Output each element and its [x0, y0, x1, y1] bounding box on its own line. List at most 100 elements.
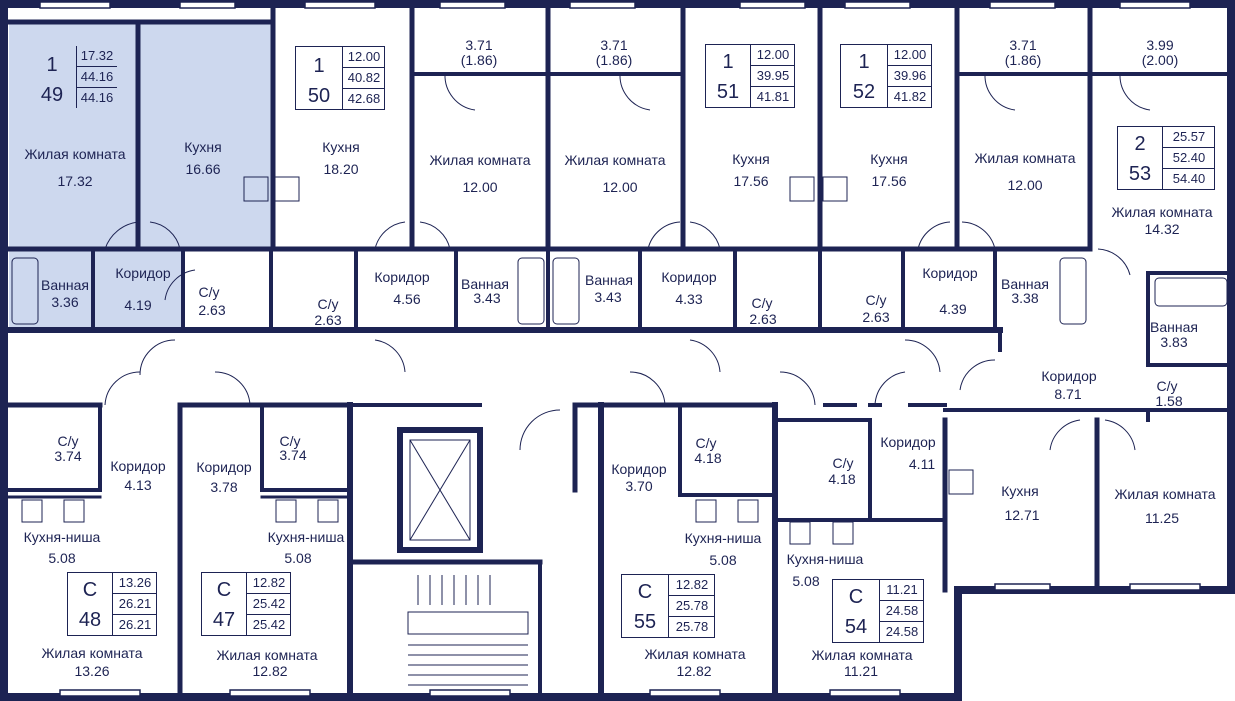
- bathtub: [1059, 257, 1087, 325]
- door: [647, 221, 681, 250]
- apartment-number: 54: [844, 616, 868, 638]
- apartment-badge-55[interactable]: С 55 12.82 25.78 25.78: [621, 574, 715, 638]
- apartment-number: 55: [633, 611, 657, 633]
- room-area: 4.13: [124, 477, 152, 493]
- total-area-with-balcony: 41.81: [756, 89, 790, 104]
- room-area: 3.78: [210, 479, 238, 495]
- apartment-number: 51: [716, 81, 740, 103]
- room-area: 1.58: [1155, 393, 1183, 409]
- apartment-badge-54[interactable]: С 54 11.21 24.58 24.58: [832, 579, 924, 643]
- balcony-area: 3.99: [1146, 37, 1174, 53]
- room-label: Жилая комната: [1111, 204, 1213, 220]
- apartment-badge-52[interactable]: 1 52 12.00 39.96 41.82: [840, 44, 932, 108]
- apartment-49-highlight-corridor: [93, 249, 183, 328]
- room-area: 17.56: [733, 173, 769, 189]
- apartment-room-count: 1: [722, 51, 734, 73]
- room-label: Жилая комната: [216, 647, 318, 663]
- room-label: Жилая комната: [429, 152, 531, 168]
- room-label: Жилая комната: [1114, 486, 1216, 502]
- room-label: Коридор: [110, 458, 166, 474]
- lift-cross: [409, 439, 471, 541]
- apartment-room-count: 1: [46, 54, 58, 76]
- balcony-area: 3.71: [600, 37, 628, 53]
- apartment-49-highlight-lower: [9, 249, 93, 328]
- apartment-areas: 13.26 26.21 26.21: [112, 573, 157, 635]
- stove: [948, 469, 974, 495]
- room-area: 5.08: [284, 550, 312, 566]
- room-area: 3.43: [473, 290, 501, 306]
- total-area: 24.58: [880, 601, 924, 622]
- balcony-area: 3.71: [1009, 37, 1037, 53]
- stove: [63, 499, 85, 523]
- room-area: 4.39: [939, 301, 967, 317]
- total-area-with-balcony: 41.82: [893, 89, 927, 104]
- apartment-badge-48[interactable]: С 48 13.26 26.21 26.21: [67, 572, 157, 636]
- room-label: Кухня: [732, 151, 770, 167]
- apartment-number: 53: [1128, 163, 1152, 185]
- room-label: Жилая комната: [564, 152, 666, 168]
- room-label: Коридор: [922, 265, 978, 281]
- room-label: С/у: [57, 433, 79, 449]
- balcony-reduced-area: (1.86): [460, 52, 498, 68]
- room-area: 12.00: [1007, 177, 1043, 193]
- apartment-room-count: 1: [313, 55, 325, 77]
- room-area: 3.70: [625, 478, 653, 494]
- apartment-badge-53[interactable]: 2 53 25.57 52.40 54.40: [1117, 126, 1215, 190]
- stove: [789, 521, 811, 545]
- lift-shaft: [397, 427, 483, 553]
- living-area: 17.32: [77, 46, 117, 67]
- stove: [21, 499, 43, 523]
- apartment-areas: 12.00 39.95 41.81: [750, 45, 795, 107]
- stove: [243, 176, 269, 202]
- total-area: 25.78: [669, 596, 715, 617]
- bathtub: [1154, 277, 1228, 307]
- window: [649, 689, 721, 697]
- window: [439, 1, 506, 9]
- living-area: 12.00: [751, 45, 795, 66]
- room-label: С/у: [198, 284, 220, 300]
- total-area-with-balcony: 42.68: [347, 91, 381, 106]
- door: [149, 221, 181, 250]
- door: [1104, 419, 1136, 451]
- apartment-areas: 12.82 25.78 25.78: [668, 575, 715, 637]
- door: [104, 371, 141, 406]
- door: [904, 339, 941, 373]
- door: [419, 221, 451, 250]
- room-area: 3.36: [51, 294, 79, 310]
- room-label: Кухня-ниша: [267, 529, 345, 545]
- room-area: 2.63: [862, 309, 890, 325]
- room-label: Ванная: [1001, 276, 1049, 292]
- door: [1049, 419, 1081, 451]
- room-label: Кухня: [322, 139, 360, 155]
- total-area: 25.42: [247, 594, 291, 615]
- total-area-with-balcony: 25.78: [675, 619, 709, 634]
- balcony-reduced-area: (1.86): [1004, 52, 1042, 68]
- window: [829, 689, 901, 697]
- stove: [317, 499, 339, 523]
- bathtub: [552, 257, 580, 325]
- total-area-with-balcony: 44.16: [80, 90, 114, 105]
- room-label: С/у: [1156, 378, 1178, 394]
- apartment-room-count: С: [848, 586, 864, 608]
- door: [874, 371, 906, 406]
- room-area: 3.74: [279, 447, 307, 463]
- apartment-number: 48: [78, 609, 102, 631]
- room-area: 2.63: [749, 311, 777, 327]
- apartment-badge-47[interactable]: С 47 12.82 25.42 25.42: [201, 572, 291, 636]
- apartment-badge-51[interactable]: 1 51 12.00 39.95 41.81: [705, 44, 795, 108]
- window: [59, 689, 141, 697]
- apartment-badge-50[interactable]: 1 50 12.00 40.82 42.68: [295, 46, 385, 110]
- balcony-reduced-area: (2.00): [1141, 52, 1179, 68]
- room-area: 5.08: [48, 550, 76, 566]
- living-area: 13.26: [113, 573, 157, 594]
- room-label: Кухня: [870, 151, 908, 167]
- room-area: 2.63: [198, 302, 226, 318]
- room-label: С/у: [751, 295, 773, 311]
- window: [1119, 1, 1191, 9]
- door: [519, 409, 561, 451]
- apartment-room-count: 1: [858, 51, 870, 73]
- apartment-badge-49[interactable]: 1 49 17.32 44.16 44.16: [28, 46, 117, 108]
- room-label: Коридор: [196, 459, 252, 475]
